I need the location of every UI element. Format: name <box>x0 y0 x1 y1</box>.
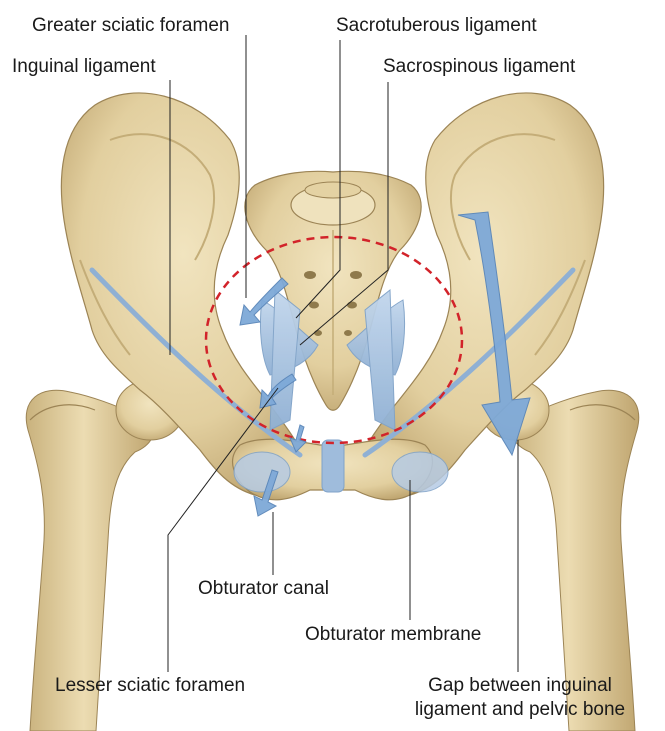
obturator-canal-arrow <box>289 424 307 453</box>
label-gap-inguinal-line1: Gap between inguinal <box>428 675 612 696</box>
leader-sacrospinous <box>299 82 389 346</box>
label-lesser-sciatic-foramen: Lesser sciatic foramen <box>55 675 246 696</box>
inguinal-ligaments <box>89 267 576 458</box>
arrows <box>239 211 531 517</box>
pubic-symphysis <box>321 439 345 493</box>
pelvic-inlet-outline <box>204 235 464 445</box>
sacrospinous-sacrotuberous-ligaments <box>259 288 406 431</box>
label-greater-sciatic-foramen: Greater sciatic foramen <box>32 15 230 36</box>
obturator-membranes <box>233 451 449 493</box>
label-obturator-canal: Obturator canal <box>198 578 329 599</box>
label-gap-inguinal-line2: ligament and pelvic bone <box>414 699 626 720</box>
obturator-arrow-lower <box>253 469 279 517</box>
label-inguinal-ligament: Inguinal ligament <box>12 56 156 77</box>
label-obturator-membrane: Obturator membrane <box>305 624 482 645</box>
inguinal-gap-arrow <box>457 211 531 457</box>
greater-sciatic-arrow <box>239 277 289 326</box>
label-sacrotuberous-ligament: Sacrotuberous ligament <box>336 15 537 36</box>
leader-sacrotuberous <box>295 40 341 319</box>
leader-lesser-sciatic <box>167 387 279 672</box>
left-femur <box>25 379 185 731</box>
leader-lines <box>167 35 519 672</box>
label-sacrospinous-ligament: Sacrospinous ligament <box>383 56 576 77</box>
